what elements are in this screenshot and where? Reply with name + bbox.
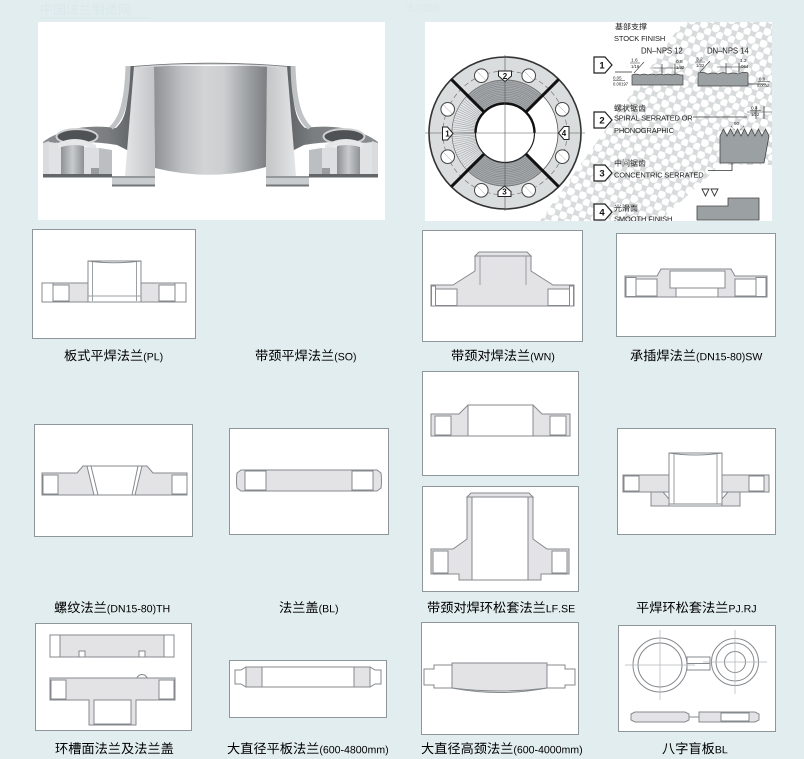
svg-text:1.6: 1.6 (631, 58, 638, 64)
svg-text:DN–NPS 12: DN–NPS 12 (641, 47, 683, 56)
svg-text:1/32: 1/32 (676, 65, 685, 70)
svg-text:1: 1 (599, 61, 605, 72)
svg-text:.064: .064 (740, 64, 749, 69)
svg-text:STOCK FINISH: STOCK FINISH (614, 34, 665, 43)
svg-text:2: 2 (503, 72, 508, 81)
svg-text:0.00197: 0.00197 (613, 82, 629, 87)
svg-text:0.8: 0.8 (676, 59, 683, 65)
svg-text:1.2: 1.2 (740, 58, 747, 64)
svg-text:1: 1 (445, 130, 450, 139)
svg-text:0.8: 0.8 (759, 77, 766, 82)
svg-text:1/32: 1/32 (751, 112, 760, 117)
svg-text:3.2: 3.2 (696, 57, 703, 63)
svg-text:0.0032: 0.0032 (757, 83, 770, 88)
svg-text:3: 3 (502, 188, 507, 197)
svg-text:2: 2 (599, 116, 604, 127)
svg-text:CONCENTRIC SERRATED: CONCENTRIC SERRATED (614, 171, 704, 180)
svg-text:4: 4 (599, 208, 605, 219)
svg-text:4: 4 (562, 129, 567, 138)
svg-text:SPIRAL SERRATED OR: SPIRAL SERRATED OR (614, 114, 693, 123)
svg-text:1/16: 1/16 (631, 64, 640, 69)
svg-text:PHONOGRAPHIC: PHONOGRAPHIC (614, 126, 675, 135)
svg-text:3: 3 (599, 169, 604, 180)
svg-text:0.4: 0.4 (751, 106, 758, 112)
svg-text:DN–NPS 14: DN–NPS 14 (707, 47, 749, 56)
svg-text:SMOOTH FINISH: SMOOTH FINISH (614, 215, 672, 222)
svg-text:0.05: 0.05 (613, 76, 622, 81)
svg-text:90: 90 (734, 121, 740, 126)
svg-text:1/32: 1/32 (696, 63, 705, 68)
